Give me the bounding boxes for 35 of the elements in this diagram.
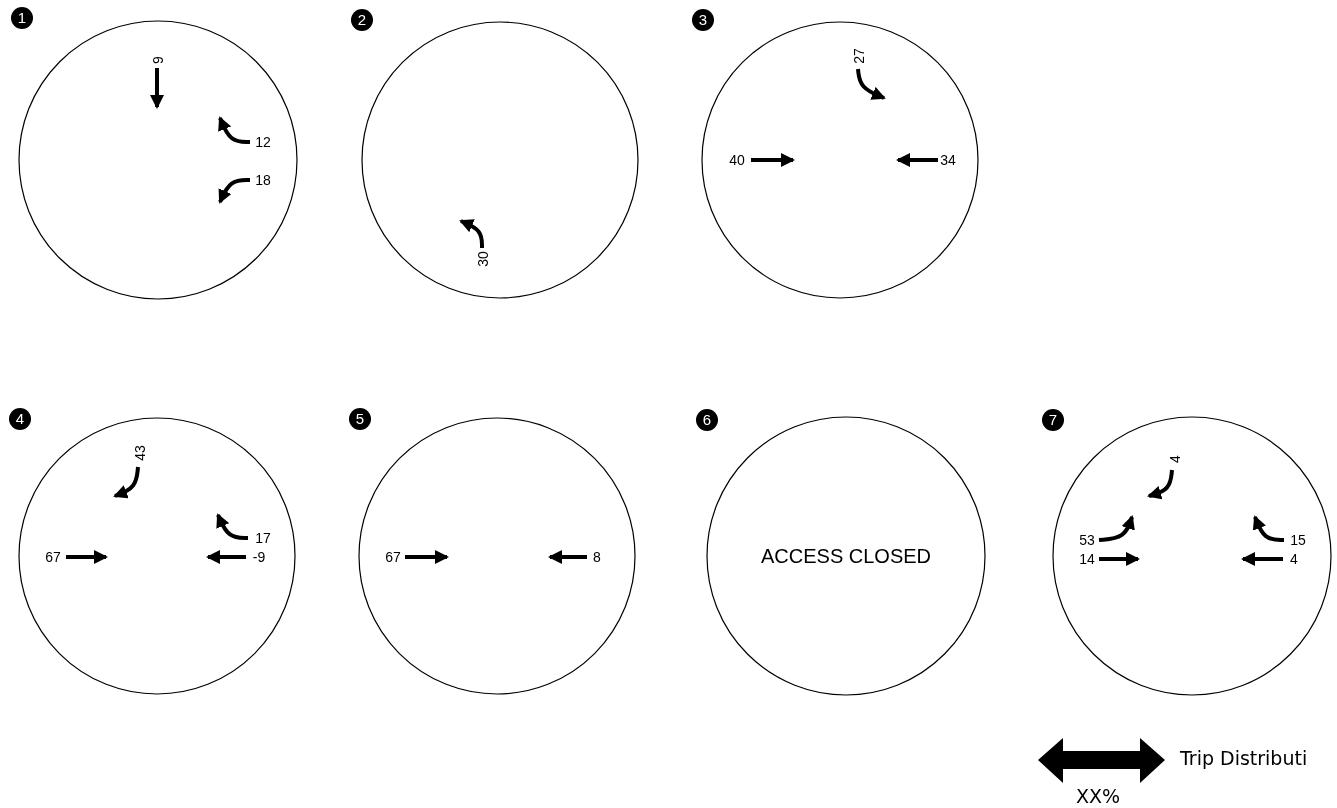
volume-label: 4: [1290, 552, 1298, 566]
volume-label: 18: [255, 173, 271, 187]
volume-label: -9: [252, 550, 266, 564]
volume-label: 30: [476, 251, 490, 267]
volume-label: 27: [852, 48, 866, 64]
volume-label: 67: [385, 550, 401, 564]
intersection-diagram: [9, 408, 296, 695]
volume-label: 4: [1168, 455, 1182, 463]
number-badge: 2: [351, 9, 373, 31]
intersection-diagram: [692, 9, 979, 299]
volume-label: 34: [940, 153, 956, 167]
volume-label: 40: [729, 153, 745, 167]
intersection-diagram: [11, 7, 298, 300]
volume-label: 14: [1079, 552, 1095, 566]
intersection-diagram: [349, 408, 636, 695]
volume-label: 43: [133, 445, 147, 461]
percent-label: XX%: [1075, 786, 1121, 806]
intersection-diagram: [696, 409, 986, 696]
number-badge: 4: [9, 408, 31, 430]
number-badge: 7: [1042, 409, 1064, 431]
legend-text: Trip Distributi: [1180, 749, 1308, 768]
number-badge: 3: [692, 9, 714, 31]
intersection-diagram: [351, 9, 639, 299]
number-badge: 6: [696, 409, 718, 431]
volume-label: 12: [255, 135, 271, 149]
intersection-diagram: [1042, 409, 1332, 696]
status-text: ACCESS CLOSED: [760, 544, 932, 568]
volume-label: 17: [255, 531, 271, 545]
volume-label: 67: [45, 550, 61, 564]
number-badge: 1: [11, 7, 33, 29]
volume-label: 15: [1290, 533, 1306, 547]
number-badge: 5: [349, 408, 371, 430]
volume-label: 53: [1079, 533, 1095, 547]
volume-label: 8: [593, 550, 601, 564]
volume-label: 9: [151, 56, 165, 64]
